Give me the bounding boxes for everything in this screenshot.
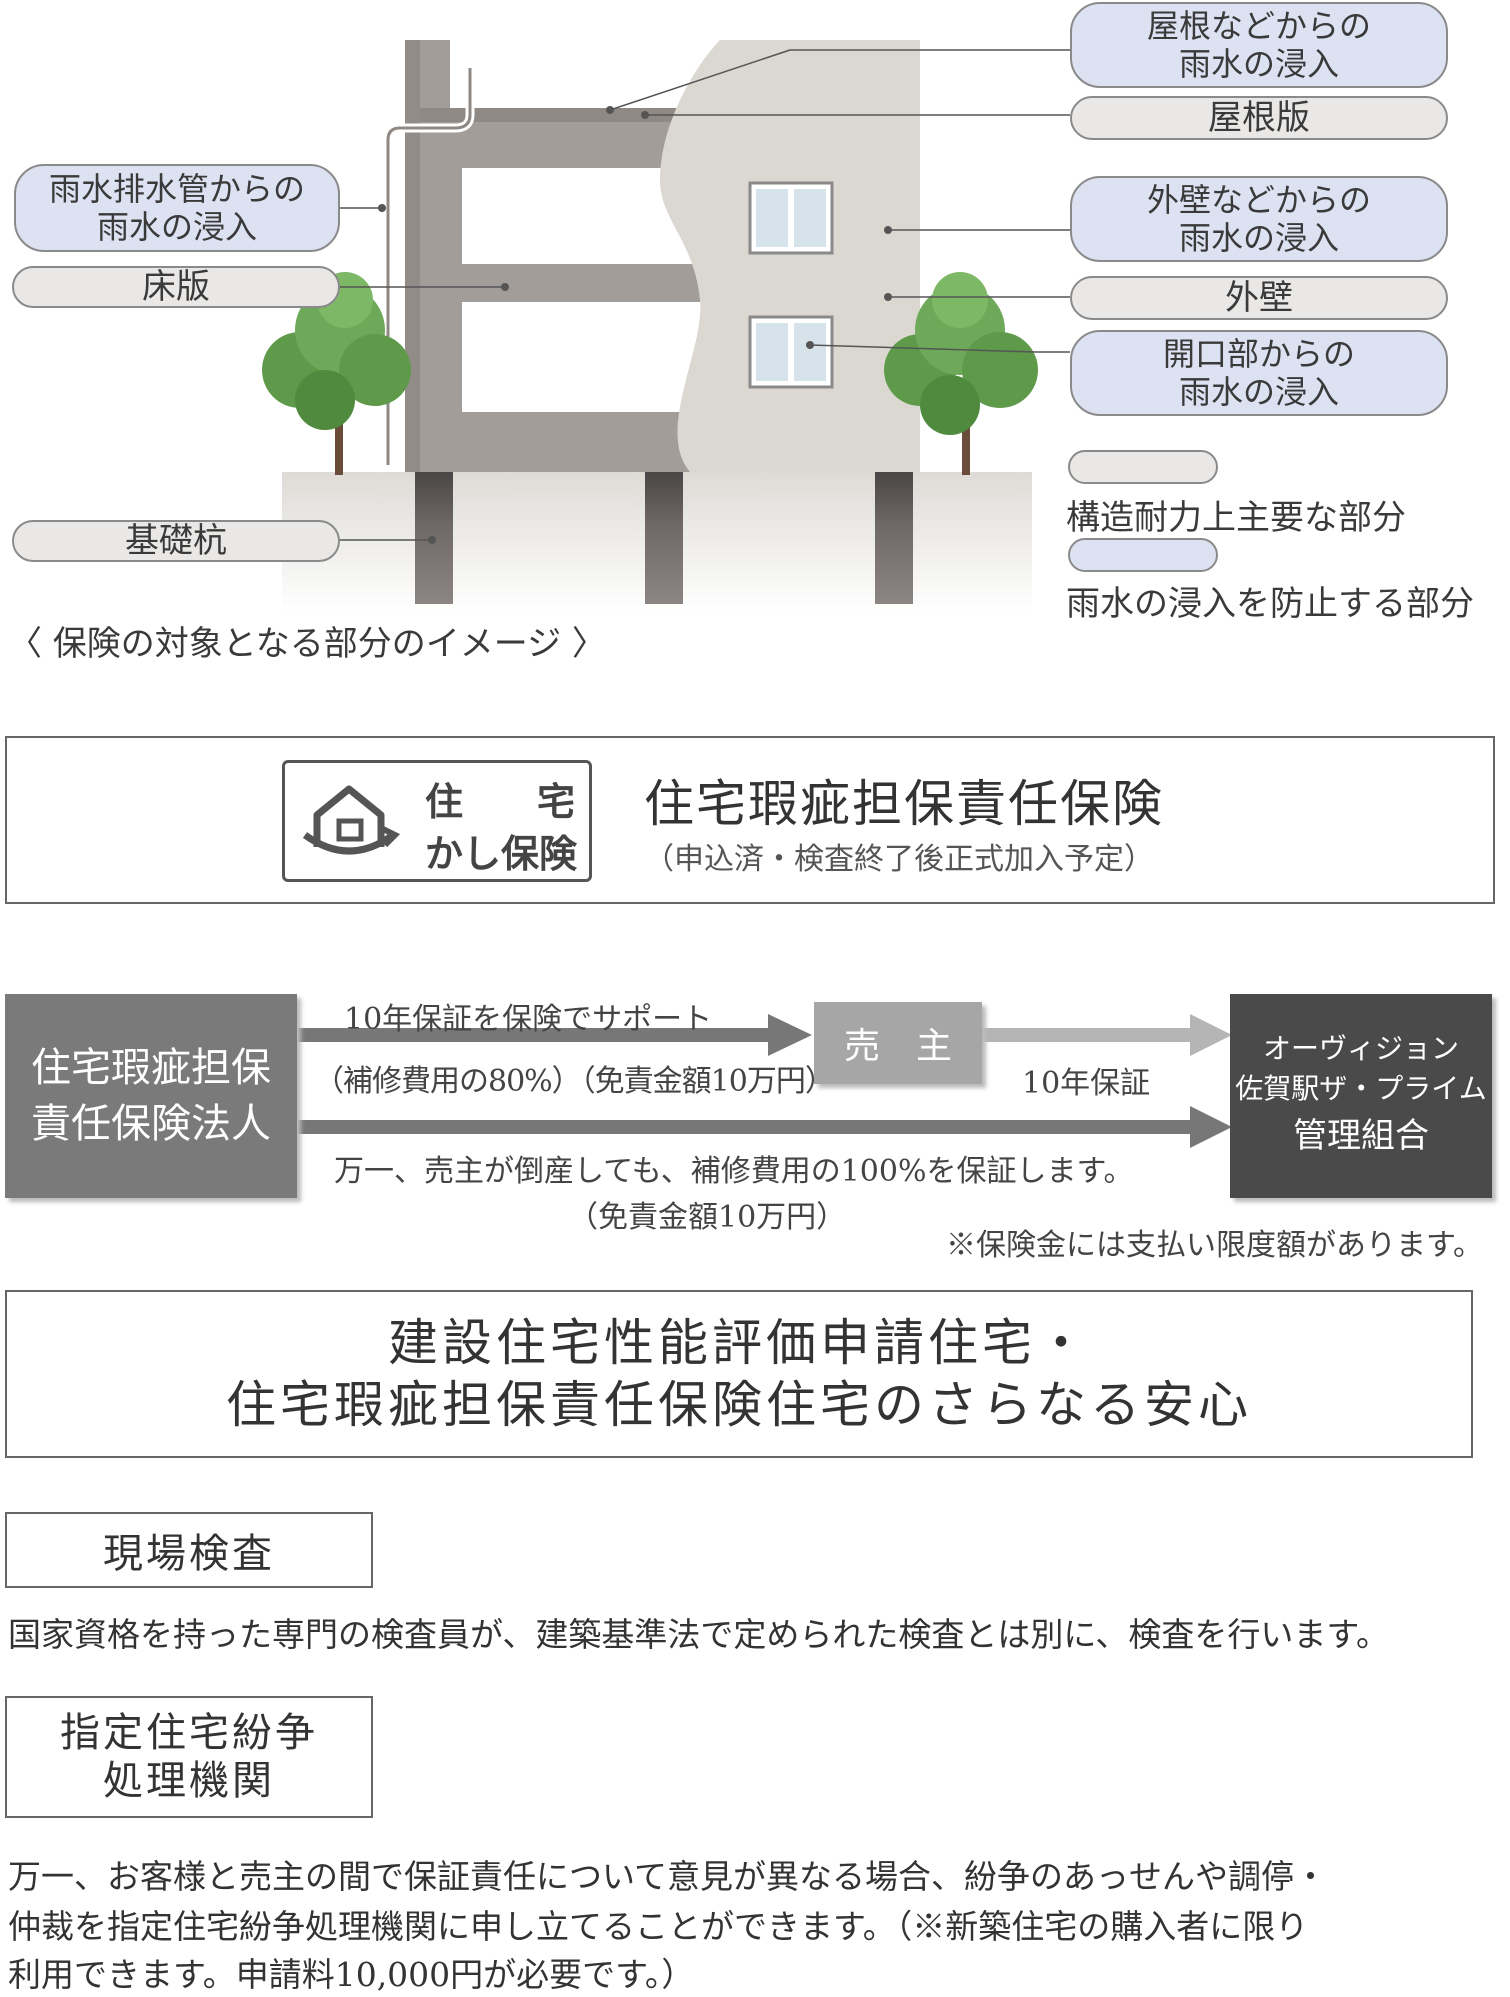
label-wall-water: 外壁などからの 雨水の浸入 [1070,176,1448,262]
seller-box: 売 主 [814,1002,982,1084]
section-heading-dispute: 指定住宅紛争 処理機関 [5,1696,373,1818]
label-roof-slab: 屋根版 [1070,96,1448,140]
legend-rain-label: 雨水の浸入を防止する部分 [1066,584,1474,624]
flow-arrows [298,1014,1232,1148]
section-heading-dispute-line-1: 指定住宅紛争 [60,1710,318,1756]
label-roof-water: 屋根などからの 雨水の浸入 [1070,2,1448,88]
label-drain-water: 雨水排水管からの 雨水の浸入 [14,164,340,252]
section-body-dispute-line-1: 万一、お客様と売主の間で保証責任について意見が異なる場合、紛争のあっせんや調停・ [8,1857,1328,1896]
logo-char-2: 宅 [537,780,576,824]
buyer-line-3: 管理組合 [1293,1116,1429,1156]
insurer-box: 住宅瑕疵担保 責任保険法人 [5,994,297,1198]
legend-structural-label: 構造耐力上主要な部分 [1066,498,1406,538]
insurance-box [5,736,1495,904]
logo-line-2: かし保険 [425,832,578,876]
label-exterior-wall: 外壁 [1070,276,1448,320]
foundation-pile-2 [645,472,683,604]
section-heading-inspection-label: 現場検査 [103,1531,275,1577]
house-icon [302,785,401,855]
arrow1-top-label: 10年保証を保険でサポート [344,1002,713,1037]
headline-box: 建設住宅性能評価申請住宅・ 住宅瑕疵担保責任保険住宅のさらなる安心 [5,1290,1473,1458]
label-floor-slab: 床版 [12,266,340,308]
insurance-subtitle: （申込済・検査終了後正式加入予定） [644,842,1154,877]
exterior-wall [660,40,920,472]
section-body-inspection: 国家資格を持った専門の検査員が、建築基準法で定められた検査とは別に、検査を行いま… [8,1615,1390,1654]
arrow2-label: 10年保証 [1022,1066,1151,1101]
headline-line-2: 住宅瑕疵担保責任保険住宅のさらなる安心 [226,1376,1252,1434]
foundation-pile-3 [875,472,913,604]
arrow1-bottom-label: （補修費用の80%）（免責金額10万円） [314,1064,835,1099]
tree-left [262,272,411,475]
arrow3-label-line-2: （免責金額10万円） [568,1200,847,1235]
insurer-line-2: 責任保険法人 [31,1101,271,1147]
flow-note: ※保険金には支払い限度額があります。 [946,1228,1483,1263]
legend-swatch-structural [1068,450,1218,484]
label-opening-water: 開口部からの 雨水の浸入 [1070,330,1448,416]
section-body-dispute-line-2: 仲裁を指定住宅紛争処理機関に申し立てることができます。（※新築住宅の購入者に限り [8,1907,1309,1946]
diagram-caption: 〈 保険の対象となる部分のイメージ 〉 [8,624,606,664]
wall-window-1 [748,181,834,255]
building-illustration [262,40,1070,612]
buyer-line-2: 佐賀駅ザ・プライム [1235,1072,1487,1105]
arrow3-label-line-1: 万一、売主が倒産しても、補修費用の100%を保証します。 [334,1154,1134,1189]
section-body-dispute-line-3: 利用できます。申請料10,000円が必要です。） [8,1955,695,1994]
buyer-line-1: オーヴィジョン [1262,1032,1459,1065]
buyer-box: オーヴィジョン 佐賀駅ザ・プライム 管理組合 [1230,994,1492,1198]
legend-swatch-rain [1068,538,1218,572]
wall-window-2 [748,315,834,389]
seller-label: 売 主 [843,1026,952,1067]
headline-line-1: 建設住宅性能評価申請住宅・ [388,1314,1090,1372]
label-foundation-pile: 基礎杭 [12,520,340,562]
insurance-logo: 住 宅 かし保険 [282,760,592,882]
insurer-line-1: 住宅瑕疵担保 [31,1045,271,1091]
section-heading-inspection: 現場検査 [5,1512,373,1588]
logo-char-1: 住 [425,780,464,824]
insurance-title: 住宅瑕疵担保責任保険 [644,775,1164,833]
section-heading-dispute-line-2: 処理機関 [103,1758,275,1804]
